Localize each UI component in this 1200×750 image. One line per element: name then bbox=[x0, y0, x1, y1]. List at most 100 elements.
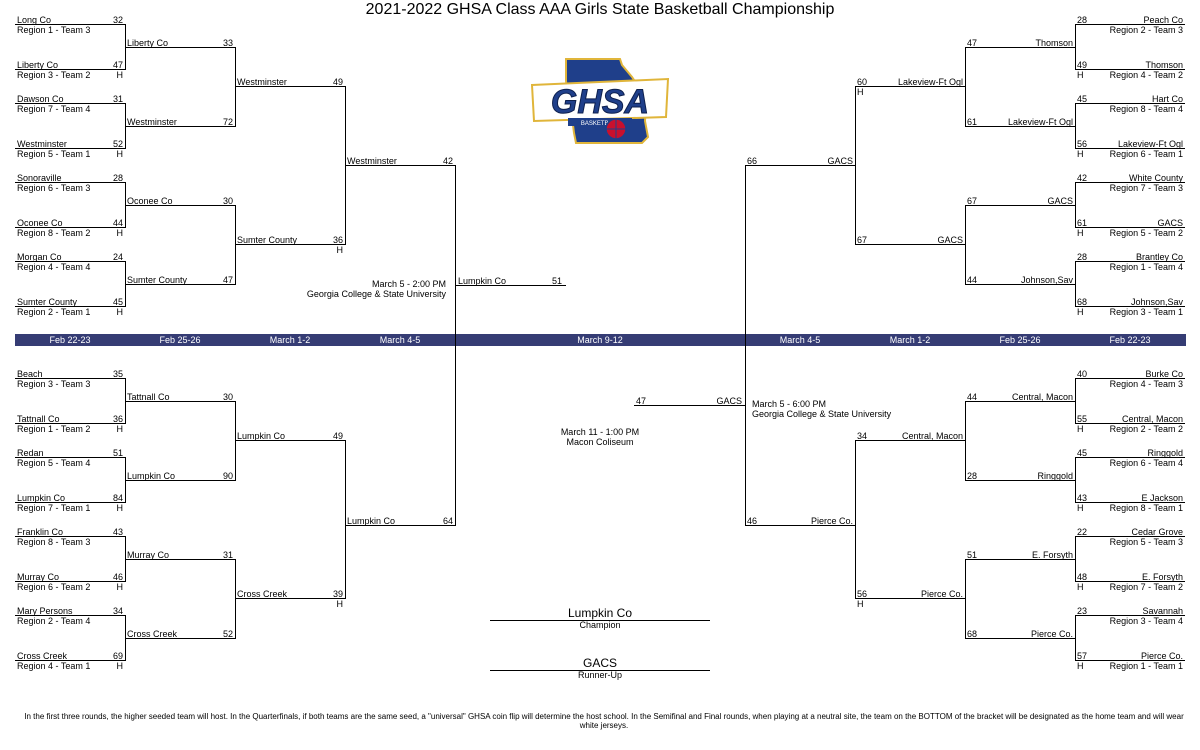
right-r1-connector bbox=[1075, 24, 1076, 70]
sf-left-time: March 5 - 2:00 PM bbox=[371, 279, 446, 289]
left-r1-score: 84 bbox=[112, 493, 123, 503]
left-r1-score: 24 bbox=[112, 252, 123, 262]
left-r3-team: Sumter County bbox=[237, 235, 298, 245]
round-label: March 4-5 bbox=[379, 335, 421, 345]
right-r1-team: Hart Co bbox=[1151, 94, 1183, 104]
left-r2-line bbox=[125, 205, 235, 206]
left-r1-home: H bbox=[116, 228, 124, 238]
round-label: Feb 22-23 bbox=[1109, 335, 1151, 345]
left-r1-home: H bbox=[116, 503, 124, 513]
round-label: March 1-2 bbox=[889, 335, 931, 345]
page-title: 2021-2022 GHSA Class AAA Girls State Bas… bbox=[365, 1, 835, 18]
logo-sub: BASKETBALL bbox=[581, 121, 620, 127]
right-r1-line bbox=[1075, 261, 1185, 262]
right-r4-score: 66 bbox=[747, 156, 758, 166]
right-r1-seed: Region 2 - Team 3 bbox=[1109, 25, 1183, 35]
right-r1-score: 56 bbox=[1077, 139, 1088, 149]
right-r1-seed: Region 3 - Team 1 bbox=[1109, 307, 1183, 317]
left-r2-connector bbox=[235, 559, 236, 639]
left-r1-seed: Region 2 - Team 1 bbox=[17, 307, 91, 317]
right-r1-score: 40 bbox=[1077, 369, 1088, 379]
left-r2-line bbox=[125, 559, 235, 560]
left-r1-line bbox=[15, 615, 125, 616]
left-r1-team: Westminster bbox=[17, 139, 67, 149]
left-r1-line bbox=[15, 227, 125, 228]
left-r1-seed: Region 7 - Team 4 bbox=[17, 104, 91, 114]
right-r3-line bbox=[855, 86, 965, 87]
left-r1-seed: Region 6 - Team 3 bbox=[17, 183, 91, 193]
left-r1-seed: Region 1 - Team 2 bbox=[17, 424, 91, 434]
footer-note: In the first three rounds, the higher se… bbox=[24, 712, 1184, 730]
right-r3-score: 56 bbox=[857, 589, 868, 599]
right-r1-seed: Region 6 - Team 1 bbox=[1109, 149, 1183, 159]
right-r3-connector bbox=[855, 86, 856, 245]
right-r4-team: GACS bbox=[827, 156, 853, 166]
left-r1-line bbox=[15, 581, 125, 582]
left-r2-team: Westminster bbox=[127, 117, 177, 127]
left-r1-seed: Region 8 - Team 2 bbox=[17, 228, 91, 238]
runner-up-line bbox=[490, 670, 710, 671]
left-r2-score: 47 bbox=[222, 275, 233, 285]
champion-label: Champion bbox=[579, 620, 621, 630]
left-r1-line bbox=[15, 103, 125, 104]
right-r1-line bbox=[1075, 660, 1185, 661]
left-r1-seed: Region 1 - Team 3 bbox=[17, 25, 91, 35]
right-r3-connector bbox=[855, 440, 856, 599]
right-r1-line bbox=[1075, 502, 1185, 503]
right-r1-team: Savannah bbox=[1142, 606, 1183, 616]
right-r1-score: 55 bbox=[1077, 414, 1088, 424]
right-r2-team: Thomson bbox=[1035, 38, 1073, 48]
left-r1-score: 31 bbox=[112, 94, 123, 104]
left-r1-score: 69 bbox=[112, 651, 123, 661]
left-r1-team: Cross Creek bbox=[17, 651, 68, 661]
runner-up-label: Runner-Up bbox=[577, 670, 623, 680]
left-r2-connector bbox=[235, 401, 236, 481]
right-r1-connector bbox=[1075, 457, 1076, 503]
right-r1-home: H bbox=[1077, 149, 1084, 159]
left-r4-team: Westminster bbox=[347, 156, 397, 166]
left-r3-line bbox=[235, 598, 345, 599]
right-r2-line bbox=[965, 126, 1075, 127]
right-r2-line bbox=[965, 401, 1075, 402]
right-r2-team: Johnson,Sav bbox=[1020, 275, 1073, 285]
right-r1-line bbox=[1075, 423, 1185, 424]
left-r3-team: Westminster bbox=[237, 77, 287, 87]
right-r2-team: GACS bbox=[1047, 196, 1073, 206]
right-r1-line bbox=[1075, 69, 1185, 70]
right-r3-score: 34 bbox=[857, 431, 868, 441]
left-r1-score: 28 bbox=[112, 173, 123, 183]
right-r1-team: White County bbox=[1128, 173, 1183, 183]
right-r1-line bbox=[1075, 615, 1185, 616]
right-r2-line bbox=[965, 284, 1075, 285]
right-r1-score: 45 bbox=[1077, 448, 1088, 458]
left-r2-score: 72 bbox=[222, 117, 233, 127]
right-r2-score: 28 bbox=[967, 471, 978, 481]
right-r1-line bbox=[1075, 457, 1185, 458]
sf-left-place: Georgia College & State University bbox=[306, 289, 446, 299]
left-r1-score: 43 bbox=[112, 527, 123, 537]
right-r1-line bbox=[1075, 148, 1185, 149]
left-r3-line bbox=[235, 440, 345, 441]
left-r1-team: Beach bbox=[17, 369, 43, 379]
left-r1-team: Franklin Co bbox=[17, 527, 64, 537]
left-r1-line bbox=[15, 536, 125, 537]
right-r1-score: 57 bbox=[1077, 651, 1088, 661]
right-r1-seed: Region 7 - Team 3 bbox=[1109, 183, 1183, 193]
left-r4-score: 64 bbox=[442, 516, 453, 526]
right-r1-line bbox=[1075, 306, 1185, 307]
right-r2-line bbox=[965, 47, 1075, 48]
right-r2-score: 61 bbox=[967, 117, 978, 127]
runner-up-team: GACS bbox=[582, 656, 617, 670]
left-r3-line bbox=[235, 244, 345, 245]
left-r1-score: 36 bbox=[112, 414, 123, 424]
right-r3-home: H bbox=[857, 599, 864, 609]
left-r3-score: 36 bbox=[332, 235, 343, 245]
right-r1-team: Brantley Co bbox=[1135, 252, 1183, 262]
left-r1-team: Mary Persons bbox=[17, 606, 73, 616]
left-r1-score: 46 bbox=[112, 572, 123, 582]
right-r2-team: Pierce Co. bbox=[1030, 629, 1073, 639]
left-r2-team: Liberty Co bbox=[127, 38, 169, 48]
right-r1-seed: Region 3 - Team 4 bbox=[1109, 616, 1183, 626]
left-r1-score: 35 bbox=[112, 369, 123, 379]
right-r2-team: Lakeview-Ft Ogl bbox=[1007, 117, 1073, 127]
